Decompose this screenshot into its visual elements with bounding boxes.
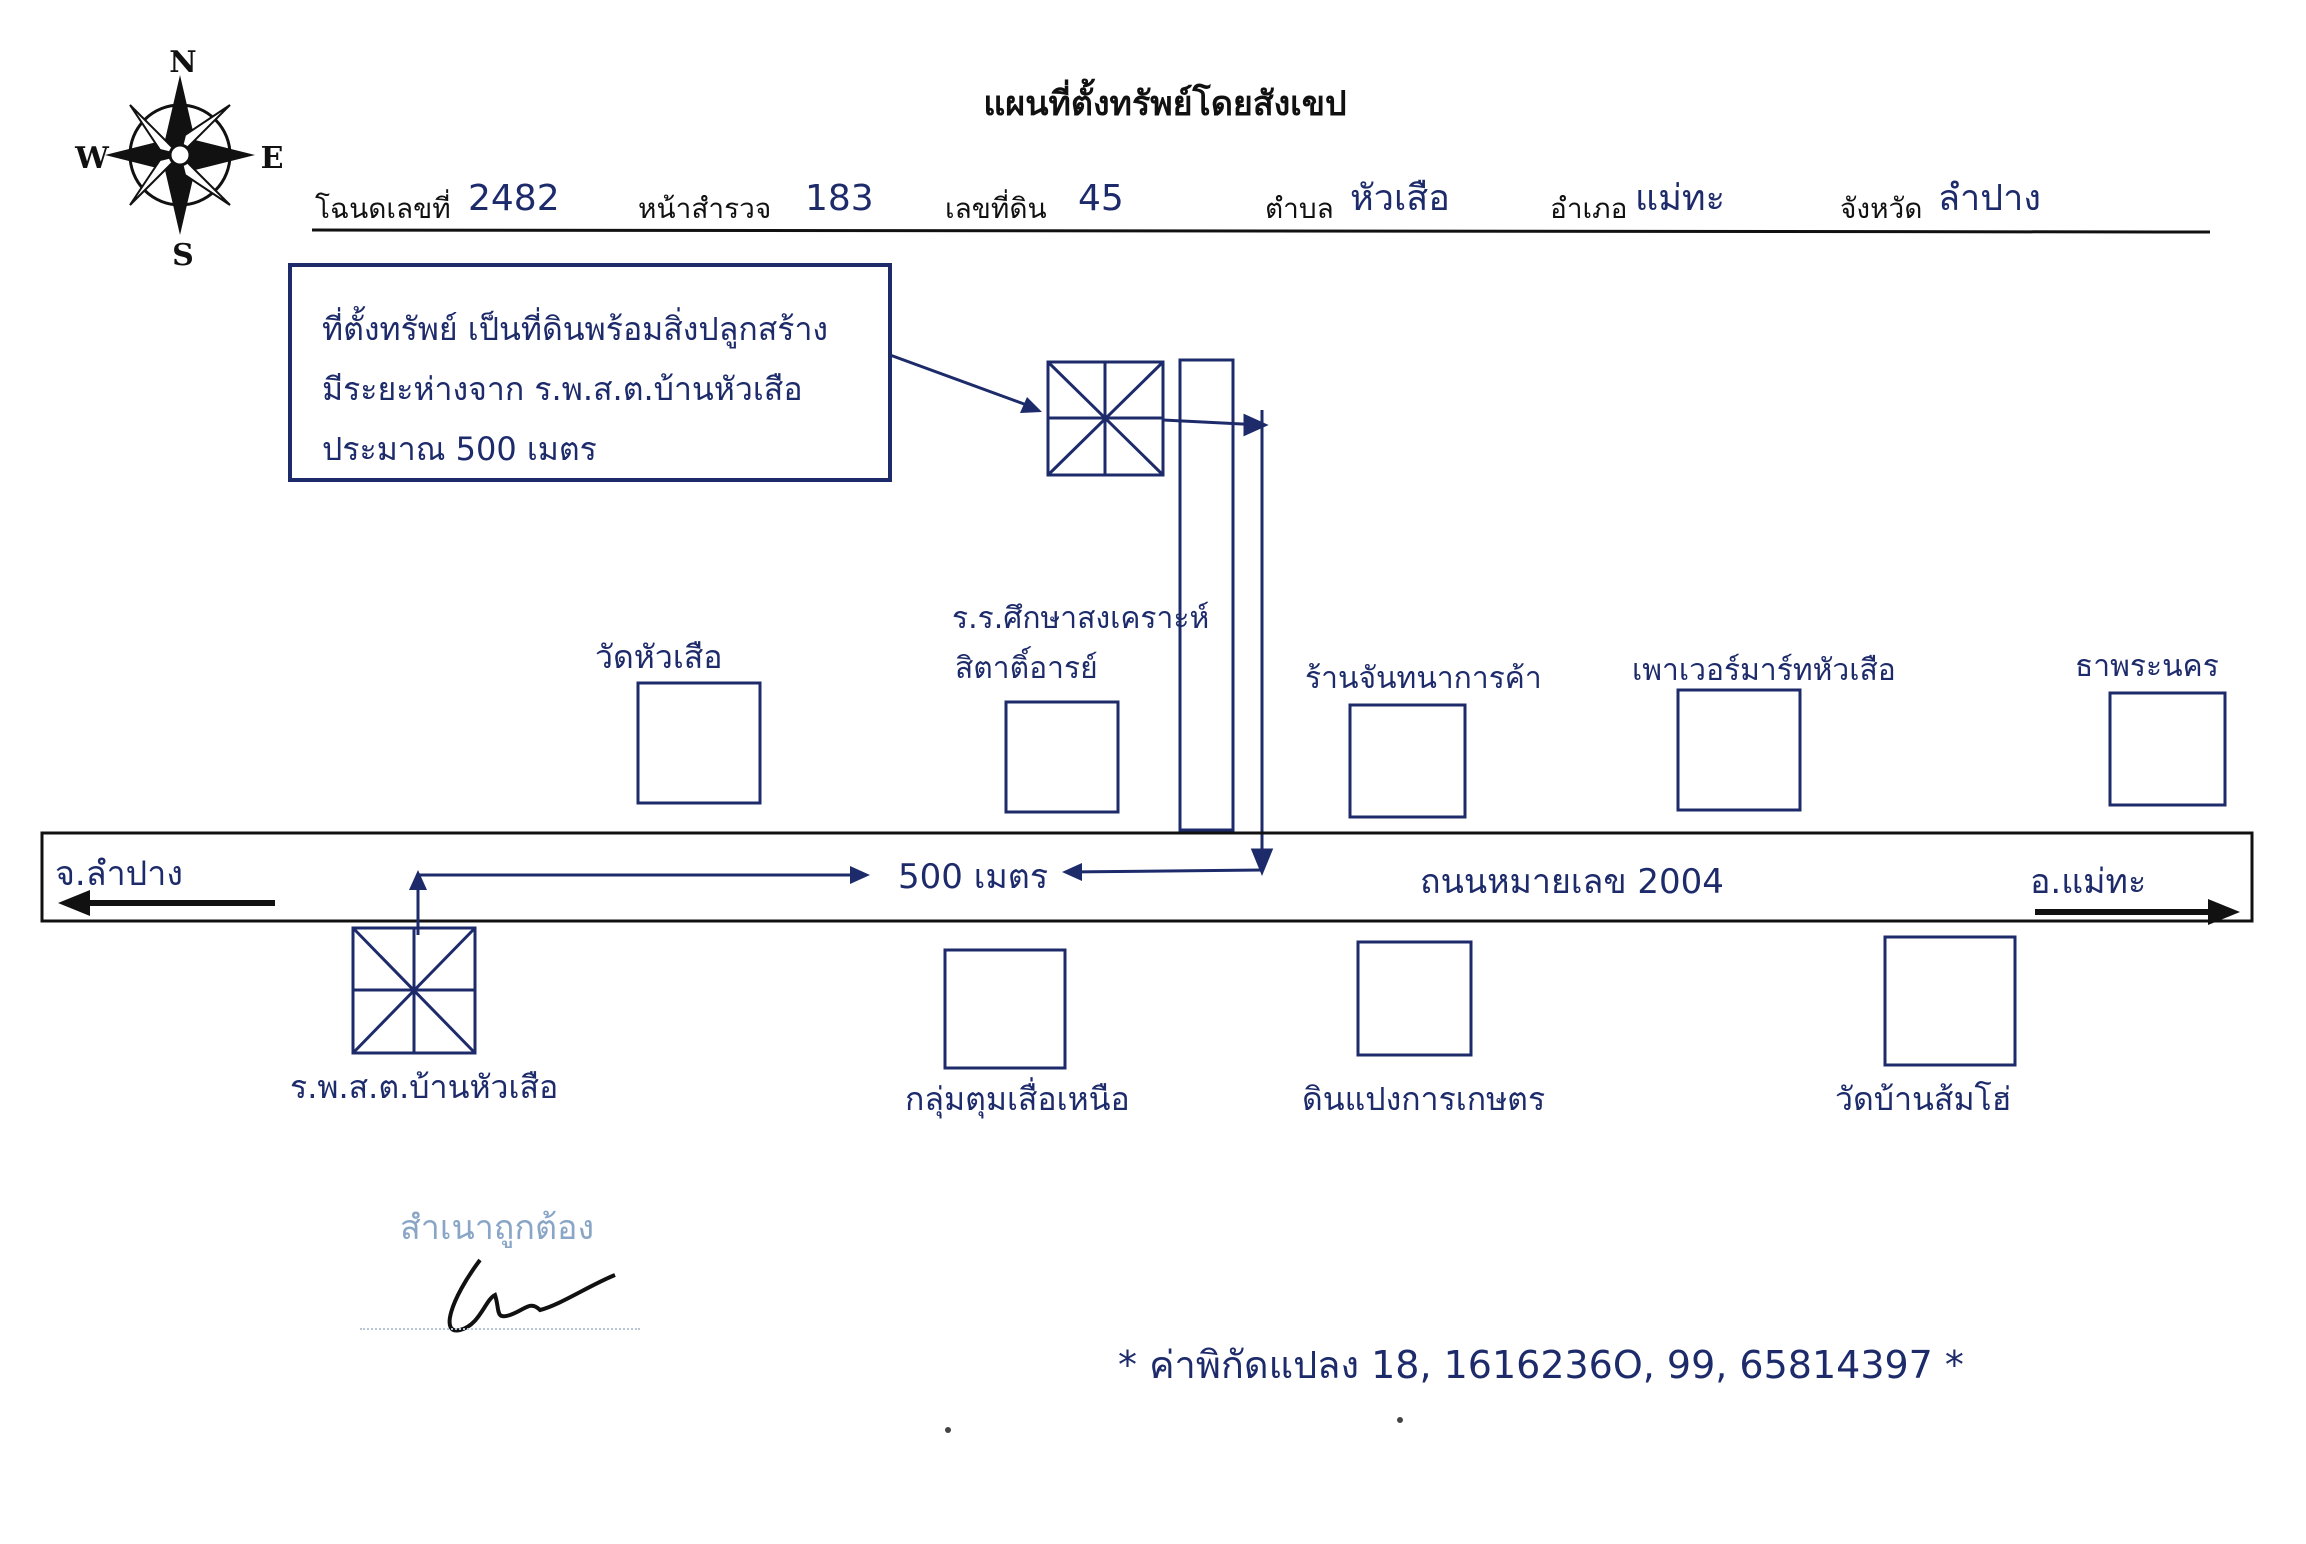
survey-value: 183 bbox=[805, 178, 874, 219]
compass-n-label: N bbox=[169, 45, 196, 80]
note-line-2: มีระยะห่างจาก ร.พ.ส.ต.บ้านหัวเสือ bbox=[322, 370, 803, 408]
deed-label: โฉนดเลขที่ bbox=[315, 189, 451, 225]
landmark-north-1 bbox=[636, 681, 762, 805]
survey-label: หน้าสำรวจ bbox=[638, 192, 771, 225]
landmark-north-3-label: ร้านจันทนาการค้า bbox=[1305, 661, 1542, 696]
deed-header: โฉนดเลขที่ 2482 หน้าสำรวจ 183 เลขที่ดิน … bbox=[311, 178, 2211, 234]
landmark-north-2-label-1: ร.ร.ศึกษาสงเคราะห์ bbox=[952, 601, 1209, 636]
location-note: ที่ตั้งทรัพย์ เป็นที่ดินพร้อมสิ่งปลูกสร้… bbox=[288, 263, 1042, 482]
compass-w-label: W bbox=[74, 141, 110, 176]
district-value: แม่ทะ bbox=[1635, 178, 1725, 219]
subdistrict-label: ตำบล bbox=[1265, 192, 1334, 225]
landmark-south-3-label: ดินแปงการเกษตร bbox=[1302, 1080, 1545, 1118]
landmark-south-4 bbox=[1883, 935, 2017, 1067]
landmark-north-5 bbox=[2108, 691, 2227, 807]
landmarks-north bbox=[636, 681, 2227, 819]
note-line-3: ประมาณ 500 เมตร bbox=[322, 430, 597, 468]
landmark-north-4 bbox=[1676, 688, 1802, 812]
signature-mark bbox=[447, 1258, 616, 1333]
map-title: แผนที่ตั้งทรัพย์โดยสังเขป bbox=[983, 78, 1346, 124]
compass-e-label: E bbox=[261, 141, 284, 176]
land-label: เลขที่ดิน bbox=[945, 189, 1047, 225]
district-label: อำเภอ bbox=[1550, 192, 1627, 225]
province-value: ลำปาง bbox=[1938, 178, 2041, 219]
landmark-south-2-label: กลุ่มตุมเสื่อเหนือ bbox=[905, 1077, 1130, 1119]
road-name: ถนนหมายเลข 2004 bbox=[1420, 862, 1724, 902]
access-lane bbox=[1162, 358, 1274, 876]
landmark-north-2 bbox=[1004, 700, 1120, 814]
coordinates-text: * ค่าพิกัดแปลง 18, 1616236O, 99, 6581439… bbox=[1118, 1343, 1964, 1387]
landmark-south-2 bbox=[943, 948, 1067, 1070]
note-line-1: ที่ตั้งทรัพย์ เป็นที่ดินพร้อมสิ่งปลูกสร้… bbox=[322, 306, 828, 349]
subject-property-marker bbox=[1046, 360, 1165, 477]
landmark-south-3 bbox=[1356, 940, 1473, 1057]
landmark-south-1-label: ร.พ.ส.ต.บ้านหัวเสือ bbox=[290, 1068, 558, 1106]
landmark-north-1-label: วัดหัวเสือ bbox=[595, 638, 723, 676]
land-value: 45 bbox=[1078, 178, 1124, 219]
landmark-north-4-label: เพาเวอร์มาร์ทหัวเสือ bbox=[1632, 653, 1896, 688]
landmark-north-2-label-2: สิตาติ์อารย์ bbox=[955, 646, 1098, 686]
deed-value: 2482 bbox=[468, 178, 560, 219]
distance-label: 500 เมตร bbox=[898, 857, 1048, 897]
landmark-south-4-label: วัดบ้านส้มโฮ่ bbox=[1835, 1080, 2011, 1118]
compass-s-label: S bbox=[172, 238, 194, 273]
right-destination: อ.แม่ทะ bbox=[2030, 862, 2146, 902]
province-label: จังหวัด bbox=[1840, 192, 1922, 225]
certified-copy-stamp: สำเนาถูกต้อง bbox=[360, 1200, 640, 1360]
stamp-underline bbox=[360, 1328, 640, 1330]
landmark-north-5-label: ธาพระนคร bbox=[2075, 649, 2219, 684]
landmarks-south bbox=[351, 926, 2017, 1070]
landmark-north-3 bbox=[1348, 703, 1467, 819]
road: ถนนหมายเลข 2004 จ.ลำปาง อ.แม่ทะ 500 เมตร bbox=[40, 831, 2254, 935]
compass-rose: N S E W bbox=[74, 45, 283, 273]
left-destination: จ.ลำปาง bbox=[55, 854, 183, 894]
stamp-text: สำเนาถูกต้อง bbox=[400, 1208, 595, 1248]
subdistrict-value: หัวเสือ bbox=[1350, 178, 1450, 219]
